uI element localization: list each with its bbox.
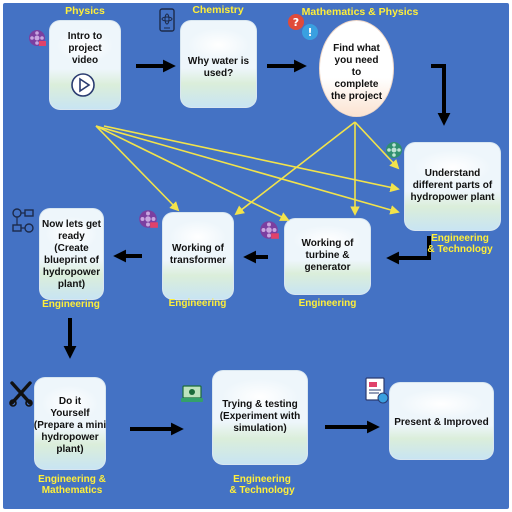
card-understand [405,143,500,230]
link-intro-turbine [95,125,290,221]
film-reel-icon [260,221,279,239]
link-find-transformer [234,121,356,216]
film-reel-icon [139,210,158,228]
presentation-icon [365,377,389,404]
subject-turbine: Engineering [298,298,357,309]
film-reel-icon [29,30,46,46]
card-present [390,383,493,459]
card-transformer [163,213,233,299]
subject-understand: Engineering & Technology [427,233,493,255]
card-water [181,21,256,107]
subject-intro: Physics [65,5,105,17]
node-blueprint-label: Now lets get ready (Create blueprint of … [42,219,101,290]
subject-find: Mathematics & Physics [301,6,419,18]
node-transformer-label: Working of transformer [169,243,227,266]
node-intro-label: Intro to project video [67,31,103,66]
link-intro-transformer [95,125,180,212]
subject-testing: Engineering & Technology [229,474,295,496]
node-find-label: Find what you need to complete the proje… [330,43,383,102]
card-blueprint [40,209,103,299]
card-find [320,21,393,116]
card-testing [213,371,307,464]
flow-find-understand [431,64,451,126]
link-intro-understand-2 [103,125,400,193]
link-find-understand [354,121,400,170]
speech-bubbles-icon: ? ! [288,14,318,40]
subject-blueprint: Engineering [42,299,100,310]
node-testing-label: Trying & testing (Experiment with simula… [219,399,301,434]
svg-text:!: ! [307,26,312,39]
flow-understand-turbine [386,236,431,265]
flowchart-icon [12,208,34,233]
card-turbine [285,219,370,294]
node-understand-label: Understand different parts of hydropower… [410,168,495,203]
node-present-label: Present & Improved [394,417,489,428]
tablet-atom-icon [159,8,175,32]
simulation-icon [181,385,203,402]
subject-transformer: Engineering [168,298,227,309]
tools-icon [9,381,33,407]
card-diy [35,378,105,469]
film-reel-icon [386,142,402,158]
link-intro-understand [95,125,400,215]
node-water-label: Why water is used? [187,56,250,79]
subject-water: Chemistry [192,4,244,16]
svg-text:?: ? [293,16,299,29]
play-button-icon [71,73,95,97]
node-diy-label: Do it Yourself (Prepare a mini hydropowe… [33,396,107,455]
subject-diy: Engineering & Mathematics [38,474,106,496]
node-turbine-label: Working of turbine & generator [301,238,354,273]
